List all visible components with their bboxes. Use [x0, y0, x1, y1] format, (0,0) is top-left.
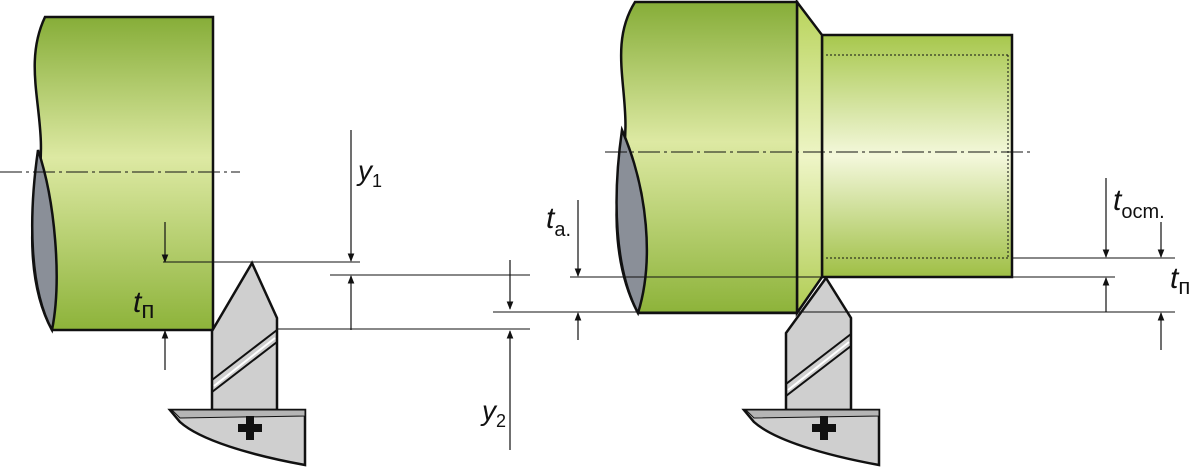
- ta-label: ta.: [546, 202, 571, 241]
- tost-label: tocm.: [1113, 184, 1165, 223]
- y1-label: y1: [356, 155, 382, 191]
- left-tool-plus-icon: [238, 416, 262, 440]
- right-break-section: [615, 125, 649, 317]
- left-break-section: [30, 149, 58, 334]
- tn-left-label: tп: [133, 286, 154, 324]
- right-cutting-tool: [741, 275, 881, 467]
- tn-right-label: tп: [1170, 262, 1190, 299]
- left-figure: [0, 15, 530, 467]
- right-chamfer: [795, 0, 824, 317]
- right-machined-step: [820, 33, 1014, 279]
- right-tool-plus-icon: [812, 416, 836, 440]
- y2-label: y2: [480, 395, 506, 431]
- left-cutting-tool: [167, 260, 307, 467]
- right-figure: [493, 0, 1175, 467]
- left-workpiece: [30, 15, 215, 332]
